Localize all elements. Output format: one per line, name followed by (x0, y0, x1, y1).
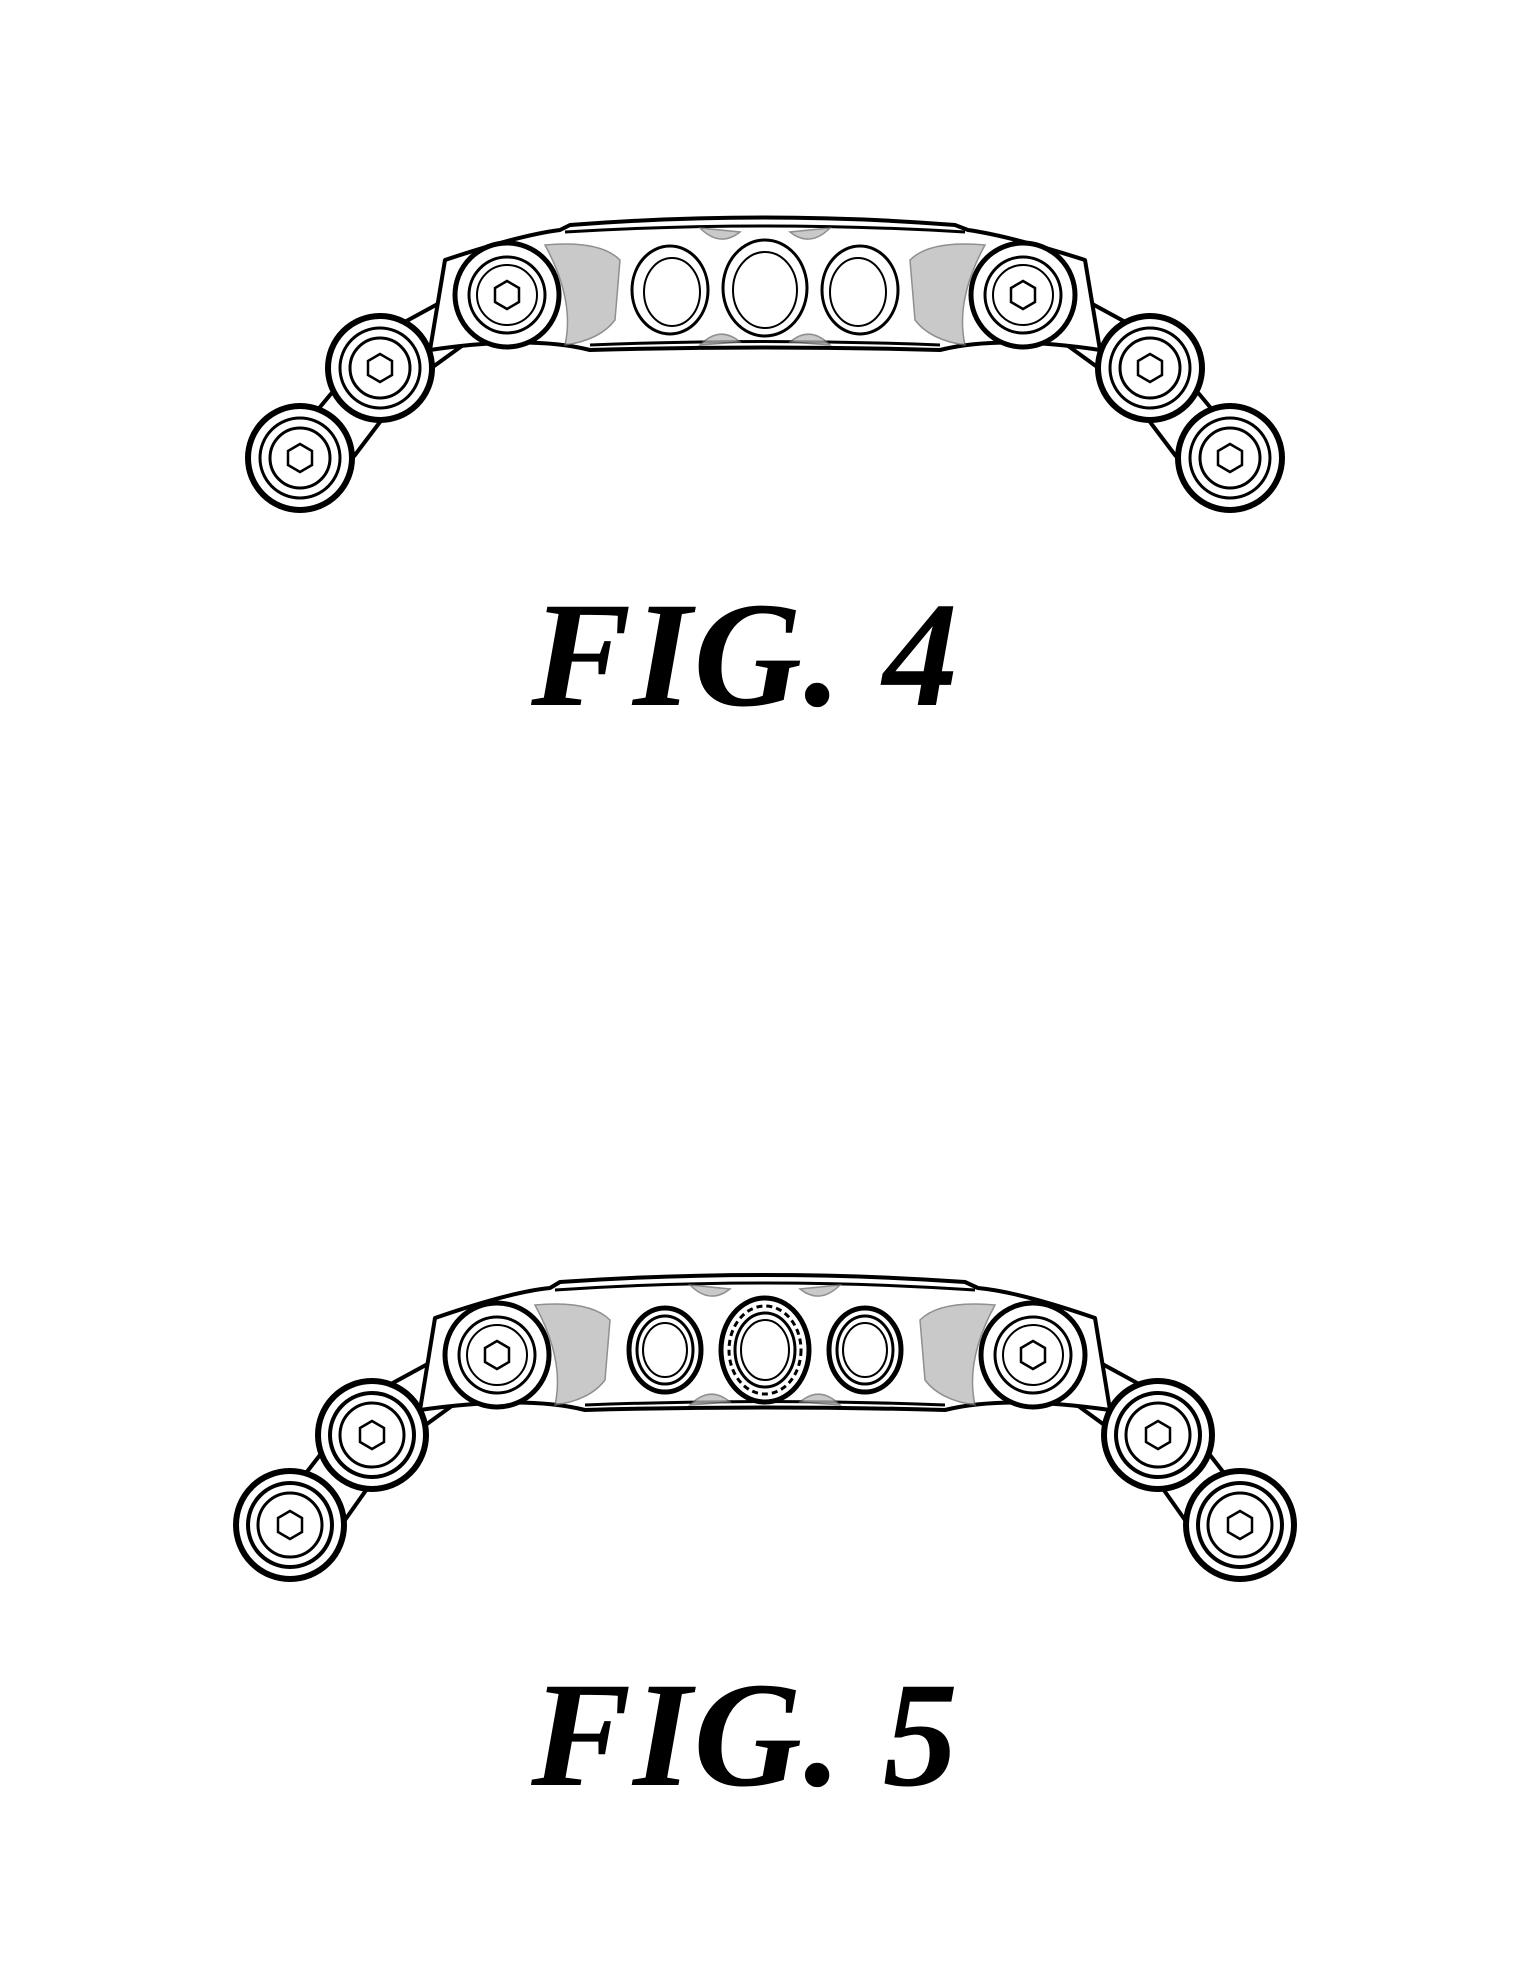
hex-socket-icon (1021, 1341, 1045, 1369)
screw-head-right-outer (1186, 1471, 1294, 1579)
figure-label: FIG. 4 (0, 580, 1509, 730)
screw-head-right-inner (981, 1303, 1085, 1407)
right-ringed-bore (829, 1308, 901, 1392)
hex-socket-icon (1146, 1421, 1170, 1449)
screw-head-right-middle (1104, 1381, 1212, 1489)
screw-head-right-middle (1098, 316, 1202, 420)
center-openings (629, 1298, 901, 1402)
hex-socket-icon (1228, 1511, 1252, 1539)
hex-socket-icon (278, 1511, 302, 1539)
screw-head-left-middle (318, 1381, 426, 1489)
figure-4: FIG. 4 (0, 0, 1527, 760)
screw-head-left-middle (328, 316, 432, 420)
screw-head-left-inner (455, 243, 559, 347)
screw-head-left-outer (236, 1471, 344, 1579)
hex-socket-icon (288, 444, 312, 472)
screw-head-right-outer (1178, 406, 1282, 510)
figure-5: FIG. 5 (0, 1030, 1527, 1790)
hex-socket-icon (360, 1421, 384, 1449)
left-bore-inner (644, 258, 700, 326)
hex-socket-icon (368, 354, 392, 382)
hex-socket-icon (1138, 354, 1162, 382)
hex-socket-icon (1011, 281, 1035, 309)
hex-socket-icon (1218, 444, 1242, 472)
hex-socket-icon (485, 1341, 509, 1369)
figure-label: FIG. 5 (0, 1660, 1509, 1810)
screw-head-right-inner (971, 243, 1075, 347)
bone-plate-drawing-fig4 (0, 0, 1527, 560)
hex-socket-icon (495, 281, 519, 309)
right-bore-inner (830, 258, 886, 326)
center-openings (632, 240, 898, 336)
screw-head-left-outer (248, 406, 352, 510)
center-bore-inner (733, 252, 797, 328)
bone-plate-drawing-fig5 (0, 1030, 1527, 1630)
screw-head-left-inner (445, 1303, 549, 1407)
left-ringed-bore (629, 1308, 701, 1392)
center-threaded-bore (721, 1298, 809, 1402)
